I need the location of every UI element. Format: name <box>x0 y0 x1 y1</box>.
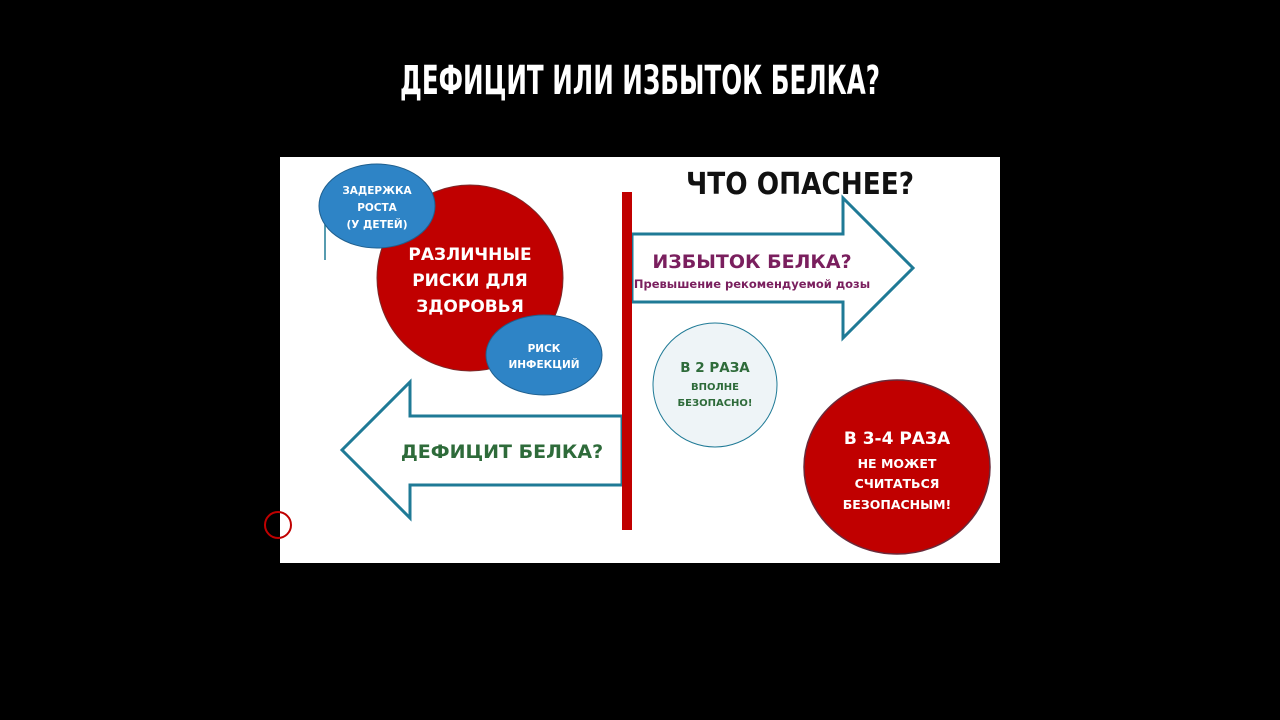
growth-delay-line-1: ЗАДЕРЖКА <box>342 185 412 197</box>
central-risk-line-3: ЗДОРОВЬЯ <box>416 297 524 317</box>
infection-risk-line-1: РИСК <box>528 343 561 355</box>
unsafe-circle <box>803 379 991 555</box>
divider-bar <box>622 192 632 530</box>
central-risk-line-2: РИСКИ ДЛЯ <box>412 271 528 291</box>
unsafe-line-2: НЕ МОЖЕТ <box>858 456 937 471</box>
safe-line-3: БЕЗОПАСНО! <box>678 398 753 409</box>
deficit-arrow <box>339 378 624 522</box>
page-title: ДЕФИЦИТ ИЛИ ИЗБЫТОК БЕЛКА? <box>400 58 880 104</box>
excess-arrow <box>630 194 916 342</box>
growth-delay-line-2: РОСТА <box>357 202 397 214</box>
safe-line-2: ВПОЛНЕ <box>691 382 739 393</box>
unsafe-line-1: В 3-4 РАЗА <box>844 429 951 449</box>
growth-delay-bubble <box>318 163 436 249</box>
safe-circle <box>652 322 778 448</box>
infection-risk-line-2: ИНФЕКЦИЙ <box>508 358 579 371</box>
unsafe-line-3: СЧИТАТЬСЯ <box>855 476 940 491</box>
infection-risk-bubble <box>485 314 603 396</box>
deficit-arrow-title: ДЕФИЦИТ БЕЛКА? <box>401 441 603 463</box>
safe-line-1: В 2 РАЗА <box>680 360 750 376</box>
central-risk-line-1: РАЗЛИЧНЫЕ <box>408 245 531 265</box>
excess-arrow-title: ИЗБЫТОК БЕЛКА? <box>652 251 851 273</box>
slide-question: ЧТО ОПАСНЕЕ? <box>686 167 914 202</box>
growth-delay-line-3: (У ДЕТЕЙ) <box>347 218 408 231</box>
excess-arrow-subtitle: Превышение рекомендуемой дозы <box>634 277 870 291</box>
unsafe-line-4: БЕЗОПАСНЫМ! <box>843 497 951 512</box>
stamp-partial <box>264 511 292 539</box>
